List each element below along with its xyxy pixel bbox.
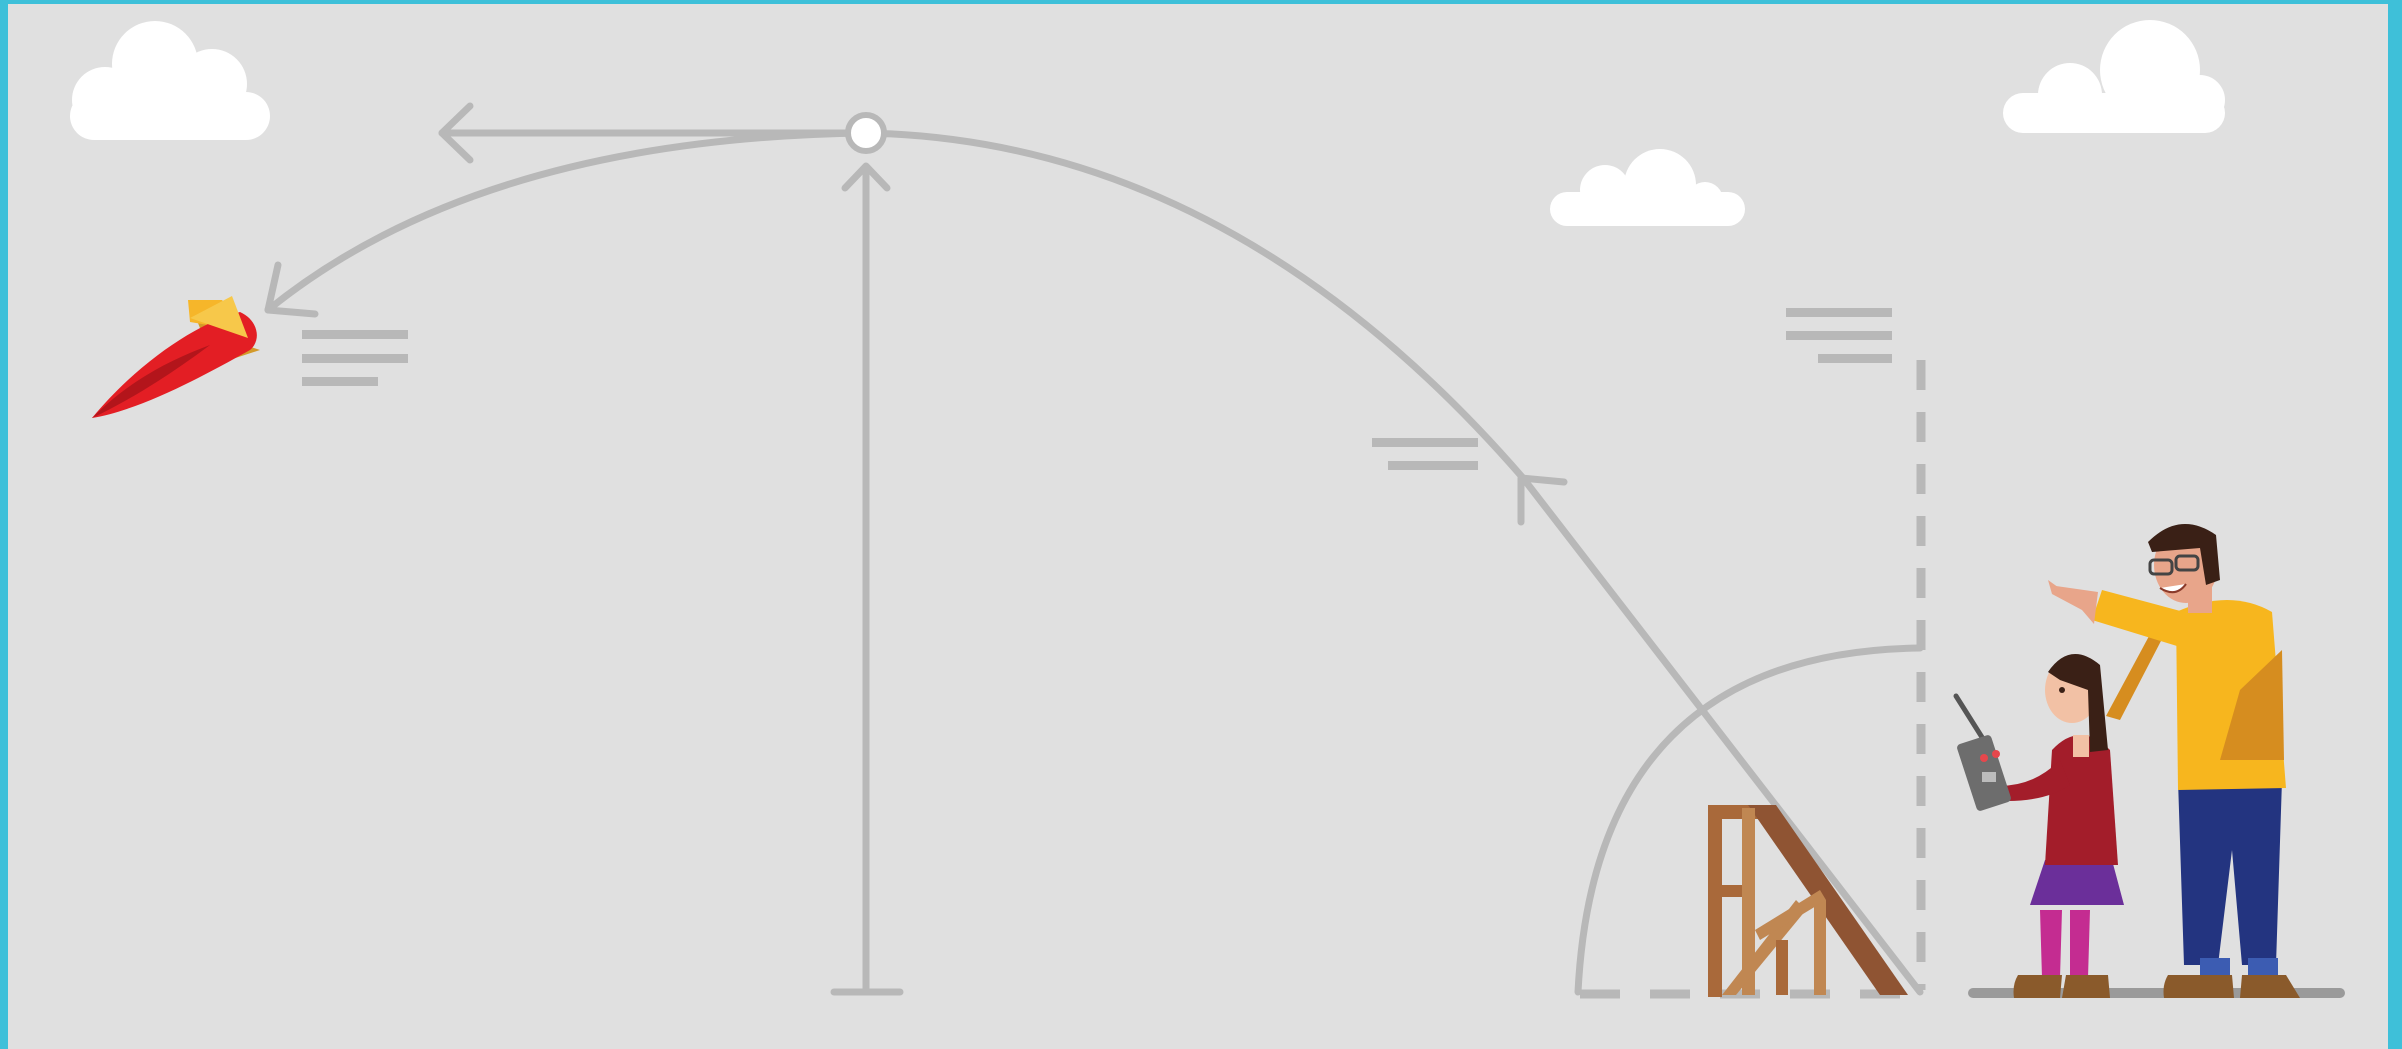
diagram-background: [8, 4, 2388, 1049]
apex-point-icon: [848, 115, 884, 151]
